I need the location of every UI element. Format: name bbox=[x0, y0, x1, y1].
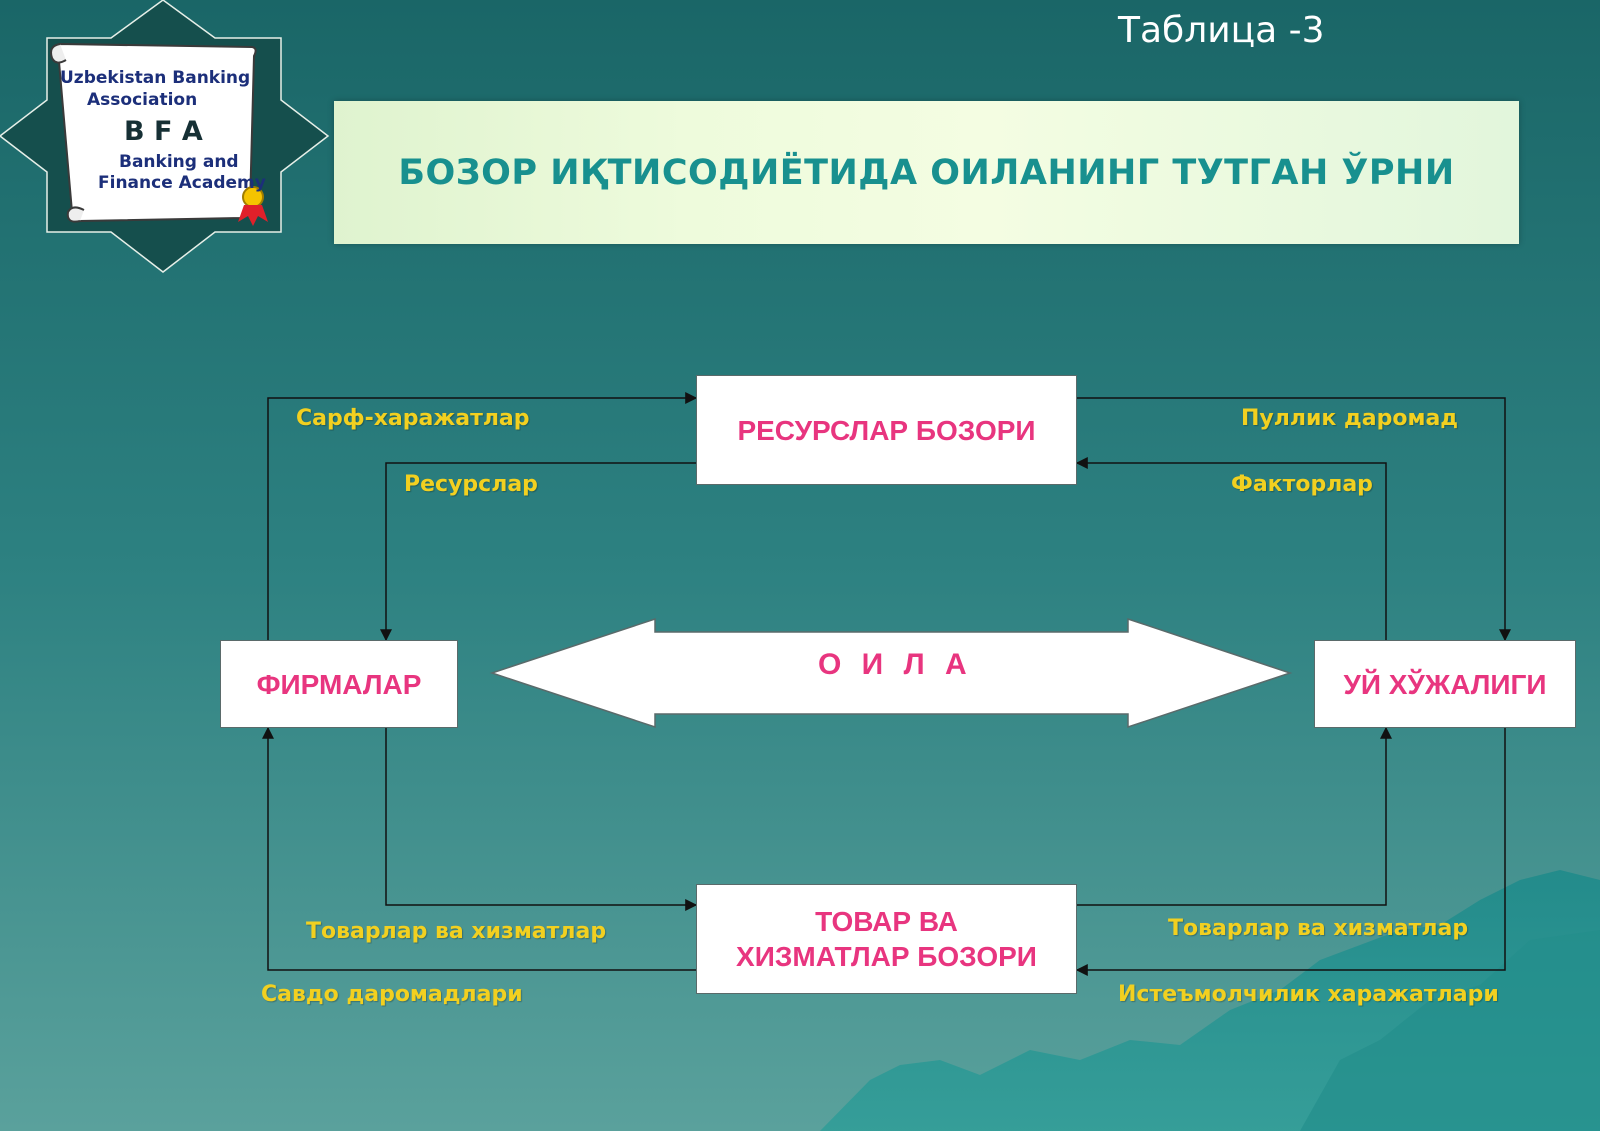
logo-abbr: B F A bbox=[124, 116, 203, 147]
bfa-logo bbox=[0, 0, 330, 273]
flow-line-goods-right bbox=[1077, 726, 1392, 906]
family-double-arrow bbox=[489, 617, 1293, 729]
node-resources-market-label: РЕСУРСЛАР БОЗОРИ bbox=[737, 414, 1036, 446]
flow-label-money-income: Пуллик даромад bbox=[1241, 406, 1459, 431]
node-households-label: УЙ ХЎЖАЛИГИ bbox=[1343, 668, 1547, 700]
title-banner: БОЗОР ИҚТИСОДИЁТИДА ОИЛАНИНГ ТУТГАН ЎРНИ bbox=[334, 101, 1519, 244]
flow-label-consumer-expenses: Истеъмолчилик харажатлари bbox=[1118, 982, 1499, 1007]
page-title: БОЗОР ИҚТИСОДИЁТИДА ОИЛАНИНГ ТУТГАН ЎРНИ bbox=[398, 152, 1455, 193]
node-goods-market-label-1: ТОВАР ВА bbox=[815, 906, 958, 937]
flow-label-resources: Ресурслар bbox=[404, 472, 538, 497]
flow-label-goods-right: Товарлар ва хизматлар bbox=[1168, 916, 1469, 941]
logo-line4: Finance Academy bbox=[98, 173, 266, 193]
node-firms-label: ФИРМАЛАР bbox=[256, 668, 422, 700]
node-goods-market-label-2: ХИЗМАТЛАР БОЗОРИ bbox=[736, 941, 1037, 972]
flow-line-goods-left bbox=[385, 728, 698, 911]
flow-line-expenses bbox=[267, 392, 698, 640]
node-households: УЙ ХЎЖАЛИГИ bbox=[1314, 640, 1576, 728]
logo-line1: Uzbekistan Banking bbox=[60, 68, 251, 88]
node-resources-market: РЕСУРСЛАР БОЗОРИ bbox=[696, 375, 1077, 485]
flow-line-money-income bbox=[1077, 397, 1511, 642]
node-goods-market: ТОВАР ВА ХИЗМАТЛАР БОЗОРИ bbox=[696, 884, 1077, 994]
flow-line-factors bbox=[1075, 457, 1387, 640]
flow-label-sales-revenue: Савдо даромадлари bbox=[261, 982, 523, 1007]
node-firms: ФИРМАЛАР bbox=[220, 640, 458, 728]
table-number: Таблица -3 bbox=[1118, 10, 1325, 51]
logo-line2: Association bbox=[87, 90, 198, 110]
node-family-label: О И Л А bbox=[818, 648, 973, 681]
flow-label-expenses: Сарф-харажатлар bbox=[296, 406, 530, 431]
flow-line-resources bbox=[380, 462, 696, 642]
flow-line-sales-revenue bbox=[262, 726, 696, 971]
flow-label-factors: Факторлар bbox=[1231, 472, 1373, 497]
flow-line-consumer-expenses bbox=[1075, 728, 1506, 976]
flow-label-goods-left: Товарлар ва хизматлар bbox=[306, 919, 607, 944]
logo-line3: Banking and bbox=[119, 152, 239, 172]
